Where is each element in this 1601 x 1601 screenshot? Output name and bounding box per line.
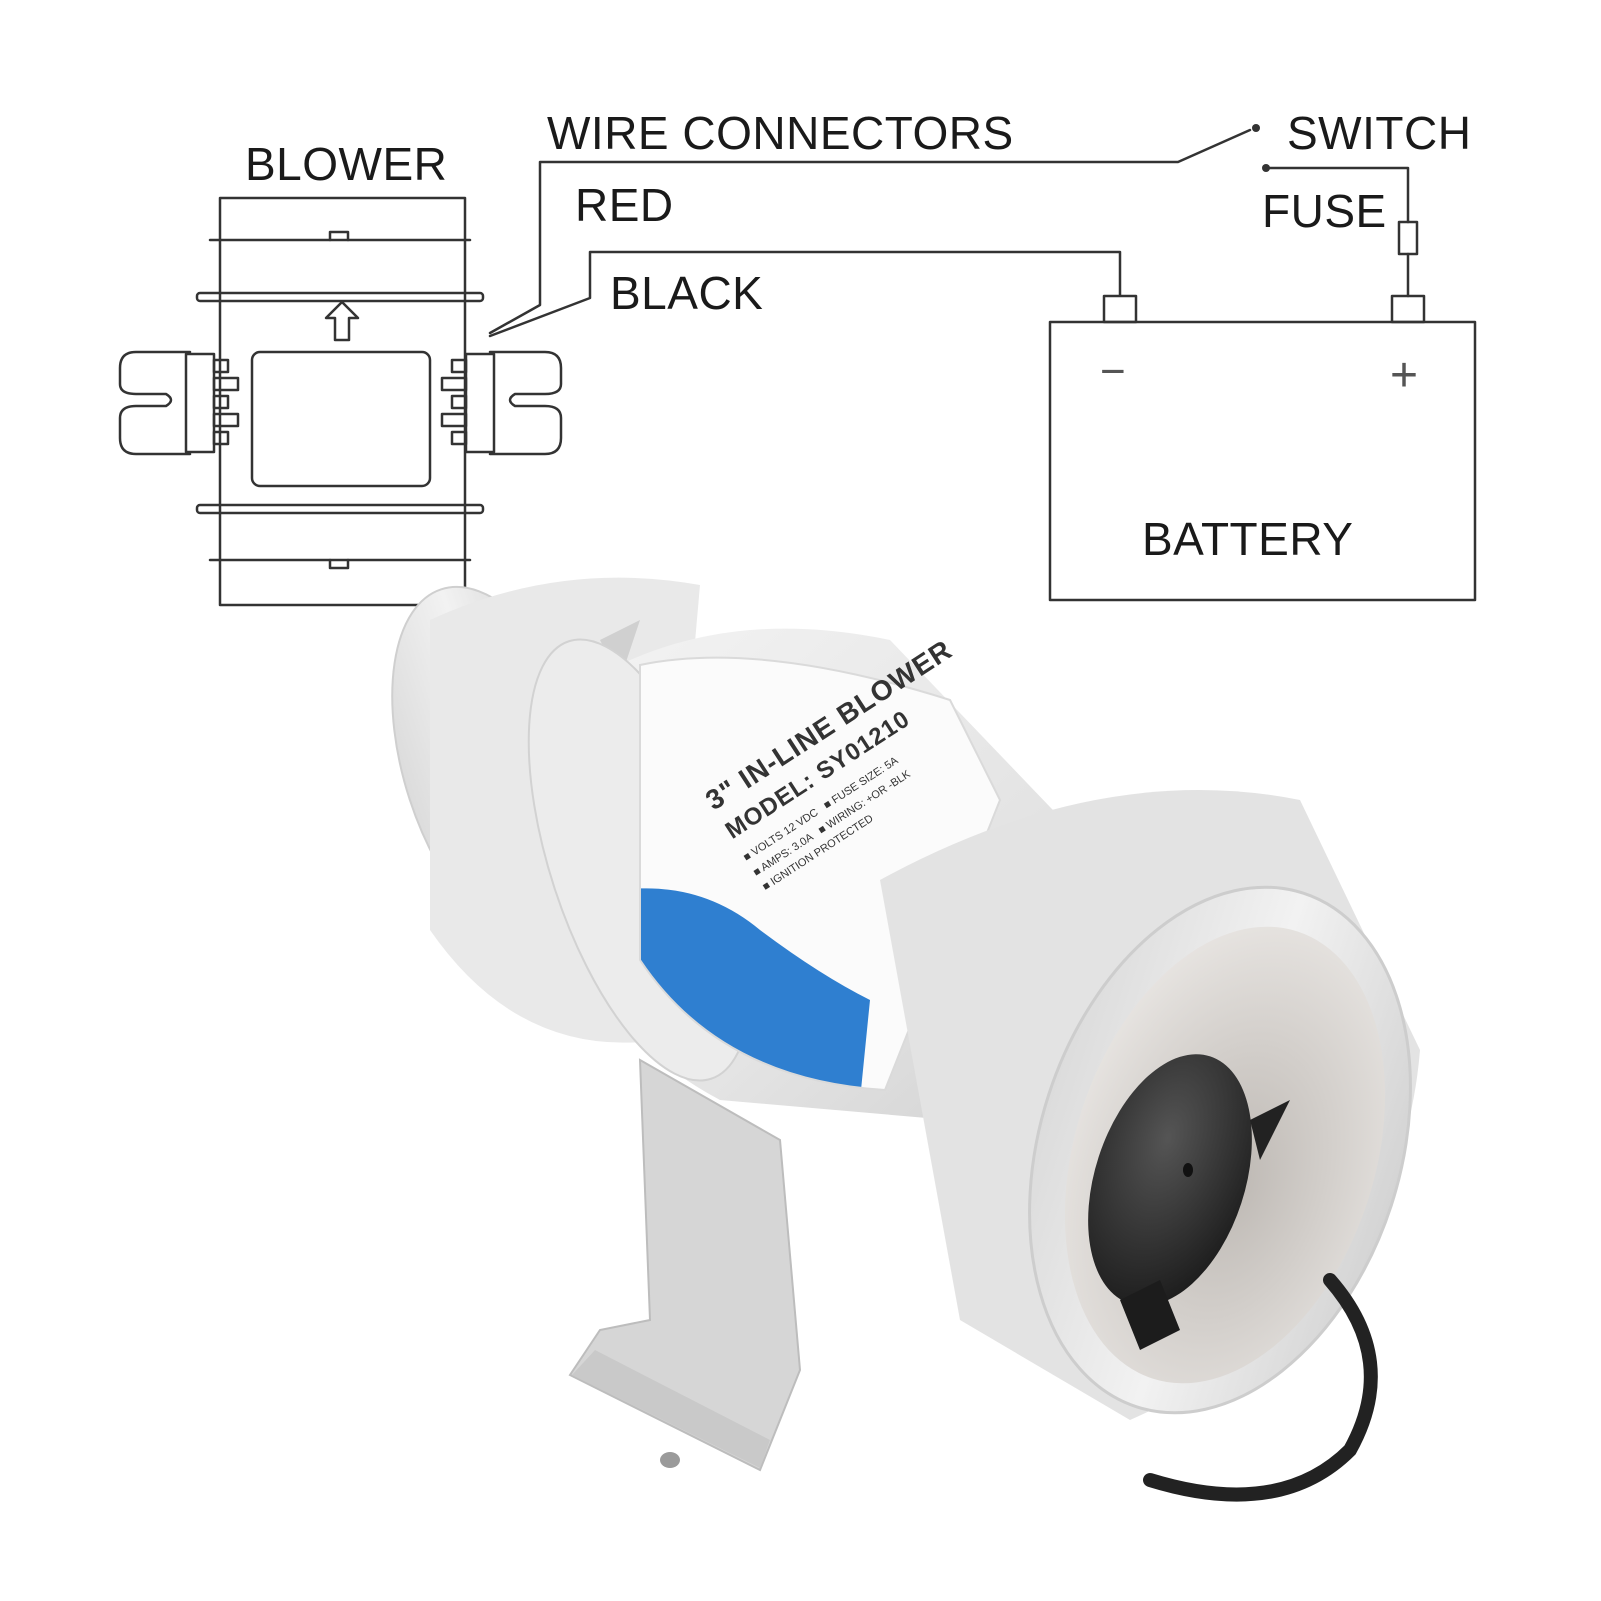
- label-battery: BATTERY: [1142, 513, 1354, 565]
- battery-positive-sign: +: [1390, 349, 1419, 402]
- switch-contact: [1262, 164, 1270, 172]
- label-switch: SWITCH: [1287, 107, 1472, 159]
- label-red: RED: [575, 179, 674, 231]
- label-fuse: FUSE: [1262, 185, 1387, 237]
- battery-drawing: [1048, 294, 1477, 602]
- blower-drawing: [118, 196, 563, 607]
- switch-contact: [1252, 124, 1260, 132]
- label-wire-connectors: WIRE CONNECTORS: [547, 107, 1014, 159]
- label-black: BLACK: [610, 267, 764, 319]
- battery-negative-sign: −: [1100, 347, 1127, 396]
- label-blower: BLOWER: [245, 138, 448, 190]
- wires: [488, 128, 1419, 338]
